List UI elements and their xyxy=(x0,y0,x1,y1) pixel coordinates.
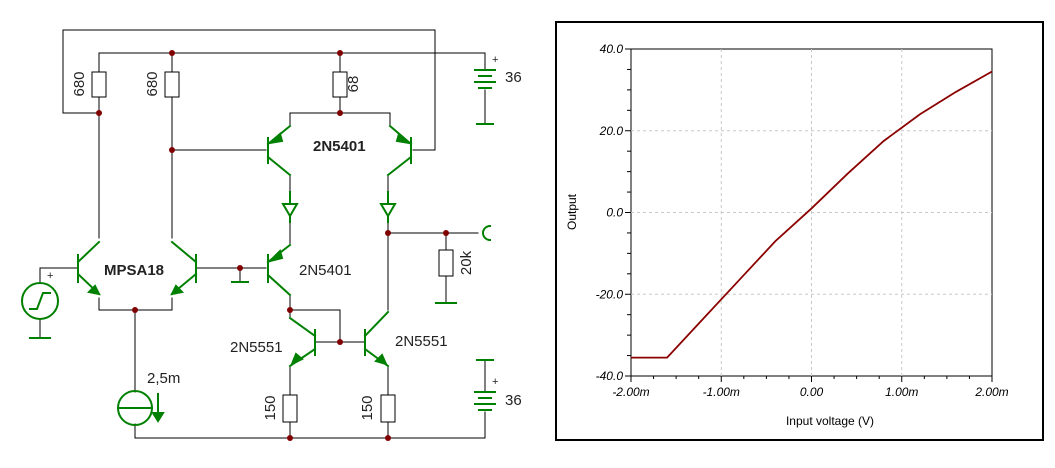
schematic-labels: 680 680 68 20k 150 150 MPSA18 2N5401 2N5… xyxy=(47,54,522,421)
label-pnp-pair: 2N5401 xyxy=(313,138,366,155)
label-current-source: 2,5m xyxy=(147,370,180,387)
x-tick-labels: -2.00m -1.00m 0.00 1.00m 2.00m xyxy=(612,385,1008,399)
y-tick-label: 40.0 xyxy=(600,42,624,56)
label-r1: 680 xyxy=(71,71,88,96)
label-plus-bottom: + xyxy=(492,376,498,388)
resistor-150-right xyxy=(380,394,396,423)
series-line-0 xyxy=(631,70,993,359)
battery-top xyxy=(474,69,496,89)
transistor-2n5551-right xyxy=(363,310,390,368)
current-source xyxy=(117,390,165,426)
current-probe-right xyxy=(379,191,397,223)
transistor-2n5401-pair-left xyxy=(266,124,292,177)
transfer-chart: 40.0 20.0 0.0 -20.0 -40.0 -2.00m -1.00m 0.00 1.… xyxy=(555,21,1044,441)
transistors xyxy=(21,123,494,426)
input-voltage-source xyxy=(21,282,59,320)
label-supply-top: 36 xyxy=(505,69,522,86)
label-r-e1: 150 xyxy=(262,395,279,420)
battery-bottom xyxy=(474,391,496,411)
resistors xyxy=(91,71,454,423)
amplifier-schematic: 680 680 68 20k 150 150 MPSA18 2N5401 2N5… xyxy=(21,29,522,441)
label-pnp-single: 2N5401 xyxy=(299,262,352,279)
resistor-680-right xyxy=(164,71,180,98)
y-tick-label: -20.0 xyxy=(596,287,624,301)
x-tick-label: -2.00m xyxy=(612,385,649,399)
label-npn-left: 2N5551 xyxy=(230,339,283,356)
label-plus-source: + xyxy=(47,270,53,282)
resistor-20k xyxy=(438,249,454,277)
transistor-mpsa18-right xyxy=(170,240,198,296)
transistor-2n5551-left xyxy=(288,316,317,368)
x-tick-label: 1.00m xyxy=(885,385,918,399)
x-axis-title: Input voltage (V) xyxy=(786,414,874,428)
label-r-e2: 150 xyxy=(359,395,376,420)
output-terminal xyxy=(482,224,492,242)
y-tick-label: 0.0 xyxy=(606,206,623,220)
resistor-680-left xyxy=(91,71,107,98)
label-supply-bottom: 36 xyxy=(505,392,522,409)
label-r3: 68 xyxy=(345,76,362,93)
transistor-2n5401-single xyxy=(266,243,292,297)
resistor-150-left xyxy=(282,394,298,423)
y-tick-label: -40.0 xyxy=(596,369,624,383)
chart-series xyxy=(631,70,993,359)
label-npn-right: 2N5551 xyxy=(395,333,448,350)
label-plus-top: + xyxy=(492,54,498,66)
x-tick-label: -1.00m xyxy=(703,385,740,399)
label-r-load: 20k xyxy=(458,250,475,275)
resistor-68 xyxy=(332,71,348,98)
transistor-2n5401-pair-right xyxy=(386,124,413,177)
y-tick-label: 20.0 xyxy=(599,124,624,138)
current-probe-left xyxy=(281,191,299,223)
x-tick-label: 0.00 xyxy=(800,385,824,399)
y-tick-labels: 40.0 20.0 0.0 -20.0 -40.0 xyxy=(596,42,624,383)
junctions xyxy=(96,50,449,441)
label-r2: 680 xyxy=(144,71,161,96)
transistor-mpsa18-left xyxy=(76,240,101,296)
chart-grid xyxy=(625,48,993,382)
x-tick-label: 2.00m xyxy=(974,385,1008,399)
label-diff-pair: MPSA18 xyxy=(104,262,164,279)
y-axis-title: Output xyxy=(565,193,579,230)
